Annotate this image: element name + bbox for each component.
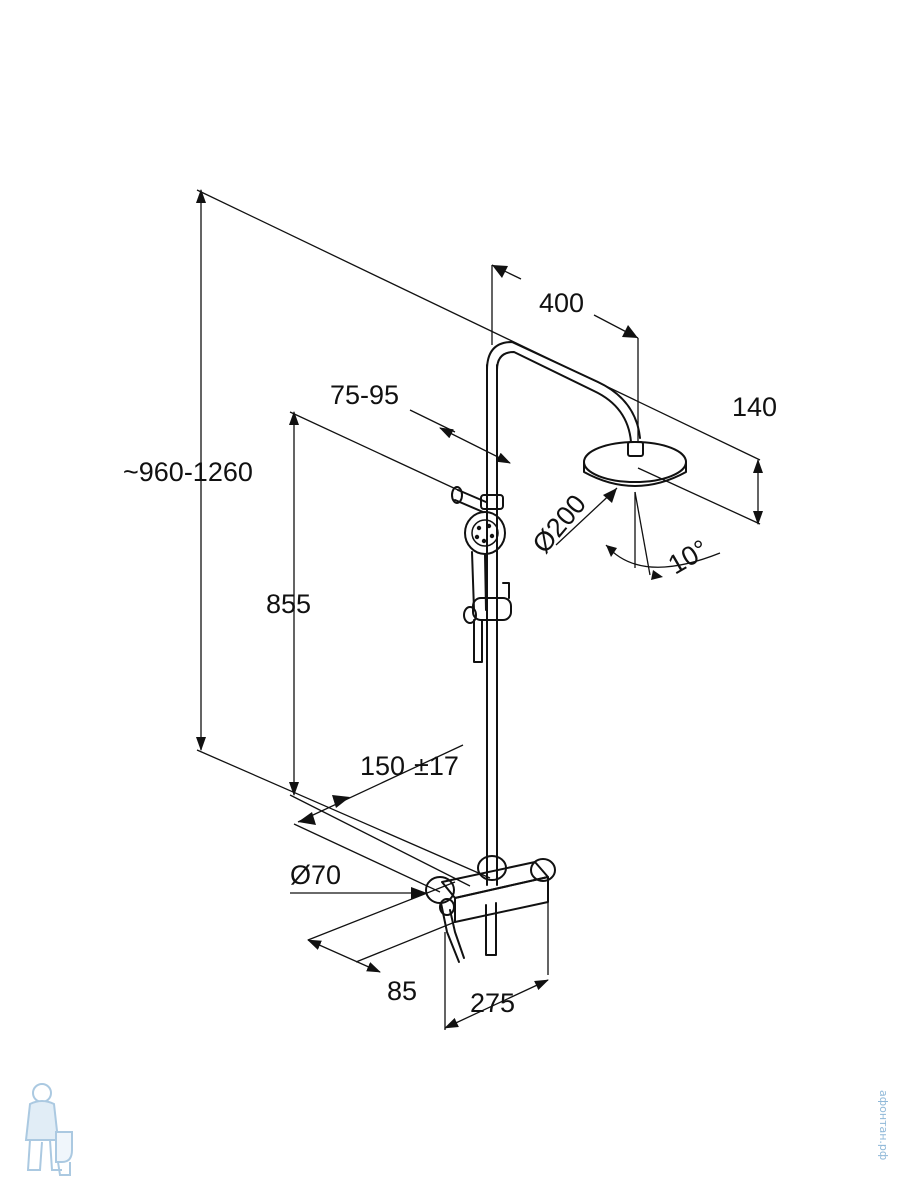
overall-height-label: ~960-1260	[123, 457, 253, 487]
connection-spacing-label: 150	[360, 751, 405, 781]
head-height-label: 140	[732, 392, 777, 422]
watermark-site-name: афонтан.рф	[877, 1090, 890, 1160]
head-diameter-label: Ø200	[527, 489, 592, 559]
mixer-width-label: 275	[470, 988, 515, 1018]
hose-connector	[463, 582, 512, 663]
escutcheon-diameter-label: Ø70	[290, 860, 341, 890]
head-angle-label: 10°	[663, 534, 713, 580]
dimension-lines	[196, 189, 763, 1030]
overhead-shower-head	[583, 441, 687, 487]
wall-projection-label: 85	[387, 976, 417, 1006]
hand-shower	[464, 511, 506, 611]
connection-tolerance-label: ±17	[414, 751, 459, 781]
slider-holder	[451, 486, 504, 513]
arm-length-label: 400	[539, 288, 584, 318]
plumber-mascot-logo	[24, 1083, 73, 1176]
riser-rail	[486, 364, 498, 886]
slider-height-label: 855	[266, 589, 311, 619]
shower-system-outline	[425, 341, 687, 963]
slider-offset-label: 75-95	[330, 380, 399, 410]
